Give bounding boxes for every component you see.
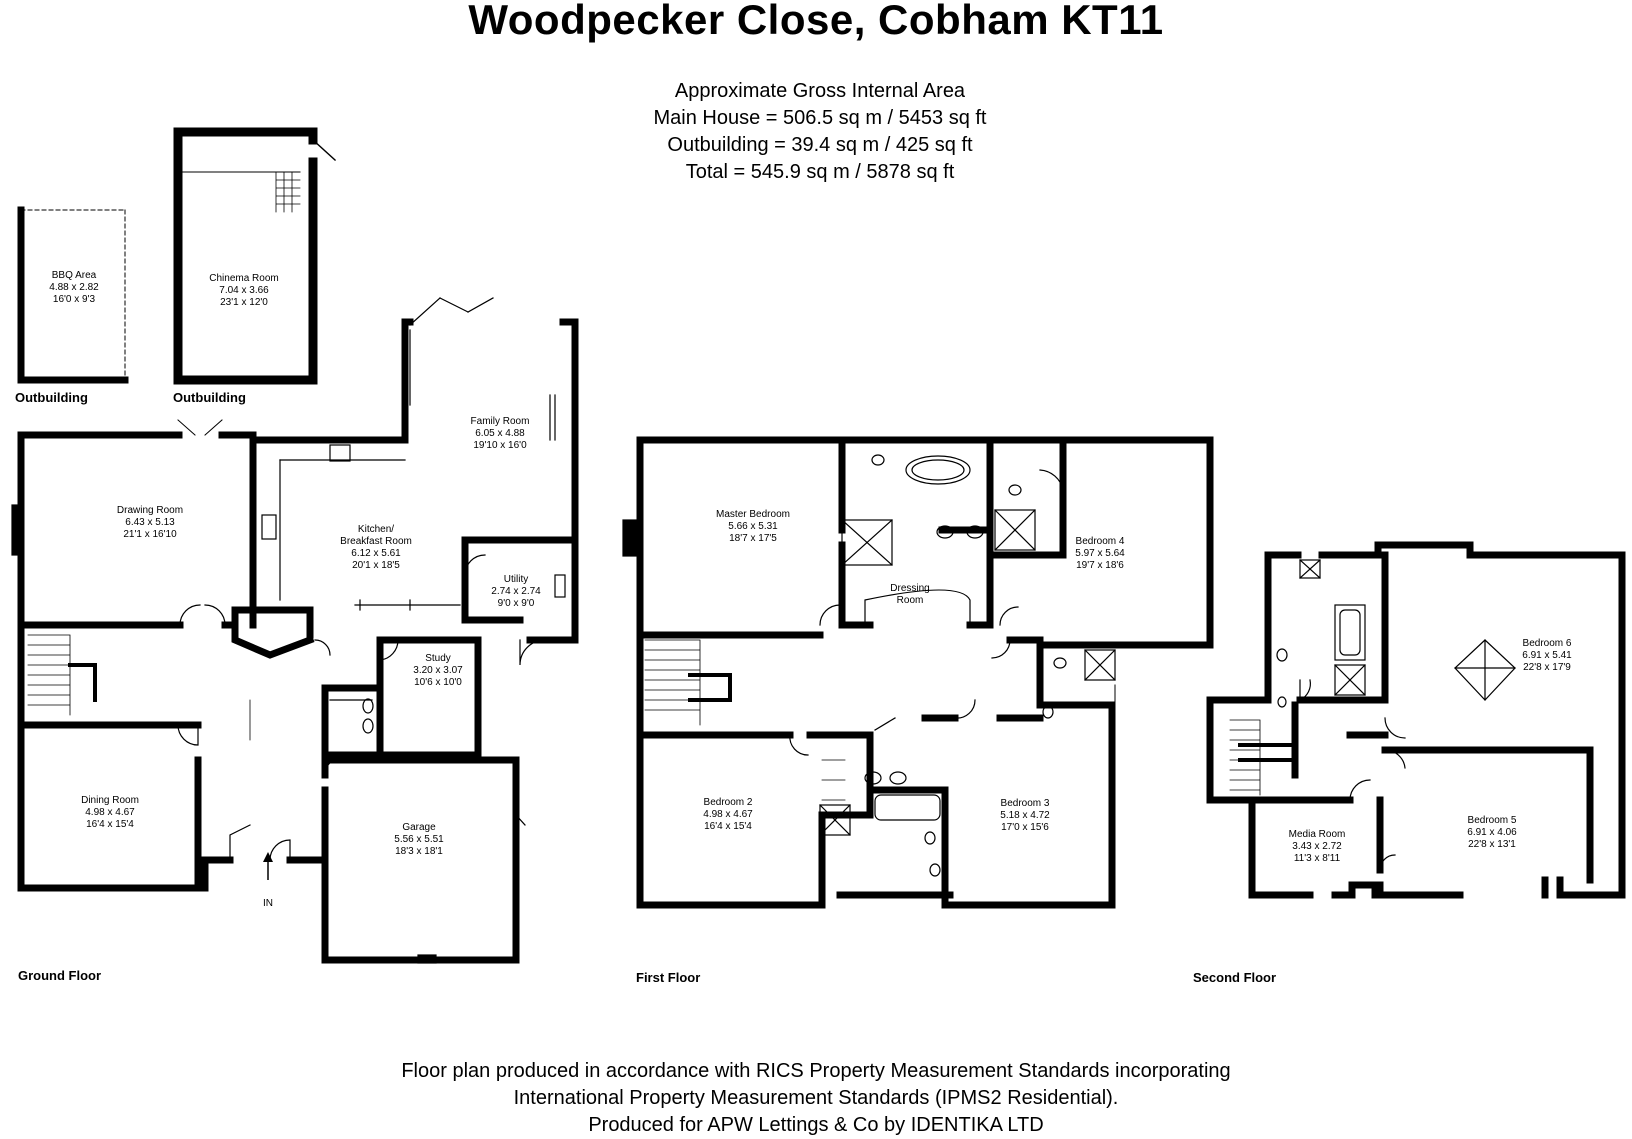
room-imperial: 16'4 x 15'4 [86,819,134,830]
footer-line-2: International Property Measurement Stand… [513,1087,1119,1109]
room-utility: Utility 2.74 x 2.74 9'0 x 9'0 [491,574,540,610]
bbq-area-outline [17,206,129,384]
first-floor-details [622,454,1116,877]
first-floor-walls [636,436,1214,909]
room-bedroom-6: Bedroom 6 6.91 x 5.41 22'8 x 17'9 [1522,638,1571,674]
room-imperial: 17'0 x 15'6 [1001,822,1049,833]
room-imperial: 22'8 x 13'1 [1468,839,1516,850]
room-name: Dining Room [81,795,139,806]
entrance-label: IN [263,898,273,909]
room-bbq-area: BBQ Area 4.88 x 2.82 16'0 x 9'3 [49,270,98,306]
second-floor-details [1229,559,1516,871]
room-metric: 3.43 x 2.72 [1292,841,1342,852]
footer-line-1: Floor plan produced in accordance with R… [401,1060,1231,1082]
room-bedroom-5: Bedroom 5 6.91 x 4.06 22'8 x 13'1 [1467,815,1516,851]
area-heading: Approximate Gross Internal Area [674,80,966,102]
outbuilding-label-1: Outbuilding [15,390,88,405]
room-imperial: 16'4 x 15'4 [704,821,752,832]
room-name: Bedroom 2 [703,797,753,808]
area-summary: Approximate Gross Internal Area Main Hou… [520,78,1120,186]
room-master-bedroom: Master Bedroom 5.66 x 5.31 18'7 x 17'5 [716,509,790,545]
second-floor-label: Second Floor [1193,970,1277,985]
ground-floor-walls [17,318,579,964]
room-metric: 5.66 x 5.31 [728,521,778,532]
room-metric: 4.98 x 4.67 [85,807,135,818]
room-metric: 2.74 x 2.74 [491,586,541,597]
room-imperial: 11'3 x 8'11 [1293,853,1341,864]
area-total: Total = 545.9 sq m / 5878 sq ft [685,161,955,183]
room-metric: 6.43 x 5.13 [125,517,175,528]
room-name: Drawing Room [116,505,184,516]
room-metric: 7.04 x 3.66 [219,285,269,296]
footer-notes: Floor plan produced in accordance with R… [0,1058,1632,1139]
room-garage: Garage 5.56 x 5.51 18'3 x 18'1 [394,822,443,858]
first-floor-label: First Floor [636,970,701,985]
room-name: Family Room [470,416,530,427]
room-name: Bedroom 5 [1467,815,1517,826]
entrance-arrow [263,852,273,880]
room-metric: 3.20 x 3.07 [413,665,463,676]
room-bedroom-4: Bedroom 4 5.97 x 5.64 19'7 x 18'6 [1075,536,1124,572]
room-imperial: 22'8 x 17'9 [1523,662,1571,673]
room-name: BBQ Area [51,270,97,281]
room-name: Media Room [1288,829,1346,840]
room-study: Study 3.20 x 3.07 10'6 x 10'0 [413,653,462,689]
room-cinema: Chinema Room 7.04 x 3.66 23'1 x 12'0 [209,273,278,309]
room-imperial: 10'6 x 10'0 [414,677,462,688]
room-metric: 4.98 x 4.67 [703,809,753,820]
room-kitchen: Kitchen/ Breakfast Room 6.12 x 5.61 20'1… [340,524,412,572]
room-imperial: 18'3 x 18'1 [395,846,443,857]
room-dressing: Dressing Room [890,583,929,607]
cinema-room-outline [173,127,337,385]
plan-title: Woodpecker Close, Cobham KT11 [468,0,1164,43]
room-imperial: 18'7 x 17'5 [729,533,777,544]
room-imperial: 20'1 x 18'5 [352,560,400,571]
room-metric: 4.88 x 2.82 [49,282,99,293]
room-bedroom-3: Bedroom 3 5.18 x 4.72 17'0 x 15'6 [1000,798,1049,834]
area-main-house: Main House = 506.5 sq m / 5453 sq ft [653,107,987,129]
room-name: Study [425,653,451,664]
room-metric: 5.56 x 5.51 [394,834,444,845]
footer-line-3: Produced for APW Lettings & Co by IDENTI… [588,1114,1044,1136]
room-imperial: 21'1 x 16'10 [123,529,177,540]
room-metric: 6.91 x 4.06 [1467,827,1517,838]
room-imperial: 23'1 x 12'0 [220,297,268,308]
room-name-2: Breakfast Room [340,536,412,547]
room-name-2: Room [896,595,924,606]
outbuilding-label-2: Outbuilding [173,390,246,405]
room-metric: 6.05 x 4.88 [475,428,525,439]
room-metric: 5.97 x 5.64 [1075,548,1125,559]
ground-floor-label: Ground Floor [18,968,102,983]
room-name: Bedroom 6 [1522,638,1572,649]
area-outbuilding: Outbuilding = 39.4 sq m / 425 sq ft [667,134,973,156]
room-media: Media Room 3.43 x 2.72 11'3 x 8'11 [1289,829,1346,865]
room-family: Family Room 6.05 x 4.88 19'10 x 16'0 [471,416,530,452]
room-name: Kitchen/ [357,524,395,535]
room-dining: Dining Room 4.98 x 4.67 16'4 x 15'4 [81,795,139,831]
room-name: Master Bedroom [716,509,790,520]
room-name: Bedroom 4 [1075,536,1125,547]
room-name: Chinema Room [209,273,279,284]
room-imperial: 19'7 x 18'6 [1076,560,1124,571]
room-imperial: 19'10 x 16'0 [473,440,527,451]
room-name: Bedroom 3 [1000,798,1050,809]
room-metric: 5.18 x 4.72 [1000,810,1050,821]
room-imperial: 16'0 x 9'3 [52,294,96,305]
room-imperial: 9'0 x 9'0 [497,598,535,609]
room-name: Utility [503,574,529,585]
ground-floor-details [11,297,566,964]
second-floor-walls [1206,541,1626,899]
room-drawing: Drawing Room 6.43 x 5.13 21'1 x 16'10 [117,505,183,541]
room-metric: 6.91 x 5.41 [1522,650,1572,661]
room-name: Dressing [890,583,930,594]
room-bedroom-2: Bedroom 2 4.98 x 4.67 16'4 x 15'4 [703,797,752,833]
room-metric: 6.12 x 5.61 [351,548,401,559]
room-name: Garage [402,822,436,833]
